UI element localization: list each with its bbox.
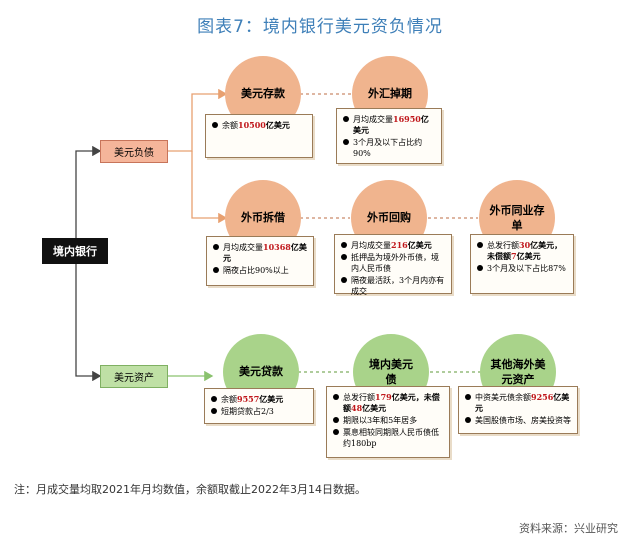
branch-liabilities: 美元负债	[100, 140, 168, 163]
bullet-icon	[212, 122, 218, 128]
info-item: 中资美元债余额9256亿美元	[465, 392, 571, 414]
node-header-offshore-assets: 其他海外美元资产	[490, 358, 546, 386]
footnote: 注：月成交量均取2021年月均数值，余额取截止2022年3月14日数据。	[14, 483, 366, 496]
info-item: 月均成交量216亿美元	[341, 240, 445, 251]
info-item: 月均成交量16950亿美元	[343, 114, 435, 136]
info-item: 隔夜最活跃，3个月内亦有成交	[341, 275, 445, 297]
info-item: 总发行额30亿美元，未偿额7亿美元	[477, 240, 567, 262]
info-item: 期限以3年和5年居多	[333, 415, 443, 426]
info-domestic-bonds: 总发行额179亿美元，未偿额48亿美元期限以3年和5年居多票息相较同期限人民币债…	[326, 386, 450, 458]
bullet-icon	[341, 277, 347, 283]
info-offshore-assets: 中资美元债余额9256亿美元美国股债市场、房美投资等	[458, 386, 578, 434]
info-deposit: 余额10500亿美元	[205, 114, 313, 158]
source-credit: 资料来源：兴业研究	[519, 522, 618, 535]
node-header-fx-ncd: 外币同业存单	[489, 204, 545, 232]
info-item: 3个月及以下占比87%	[477, 263, 567, 274]
branch-assets: 美元资产	[100, 365, 168, 388]
bullet-icon	[343, 116, 349, 122]
bullet-icon	[211, 408, 217, 414]
bullet-icon	[211, 396, 217, 402]
info-item: 短期贷款占2/3	[211, 406, 307, 417]
bullet-icon	[343, 139, 349, 145]
bullet-icon	[341, 254, 347, 260]
info-item: 美国股债市场、房美投资等	[465, 415, 571, 426]
bullet-icon	[213, 244, 219, 250]
info-item: 总发行额179亿美元，未偿额48亿美元	[333, 392, 443, 414]
info-item: 隔夜占比90%以上	[213, 265, 307, 276]
bullet-icon	[333, 417, 339, 423]
bullet-icon	[465, 417, 471, 423]
info-item: 月均成交量10368亿美元	[213, 242, 307, 264]
node-header-domestic-bonds: 境内美元债	[369, 358, 413, 386]
node-header-fx-forward: 外汇掉期	[368, 87, 412, 100]
node-header-fx-repo: 外币回购	[367, 211, 411, 224]
info-item: 余额10500亿美元	[212, 120, 306, 131]
node-header-fx-borrow: 外币拆借	[241, 211, 285, 224]
node-header-loans: 美元贷款	[239, 365, 283, 378]
bullet-icon	[333, 429, 339, 435]
info-item: 票息相较同期限人民币债低约180bp	[333, 427, 443, 449]
chart-title: 图表7：境内银行美元资负情况	[197, 17, 443, 37]
bullet-icon	[477, 265, 483, 271]
info-fx-borrow: 月均成交量10368亿美元隔夜占比90%以上	[206, 236, 314, 286]
bullet-icon	[477, 242, 483, 248]
info-item: 余额9557亿美元	[211, 394, 307, 405]
bullet-icon	[341, 242, 347, 248]
root-node: 境内银行	[42, 238, 108, 264]
bullet-icon	[333, 394, 339, 400]
info-item: 3个月及以下占比约90%	[343, 137, 435, 159]
node-header-deposit: 美元存款	[241, 87, 285, 100]
info-loans: 余额9557亿美元短期贷款占2/3	[204, 388, 314, 424]
info-item: 抵押品为境外外币债，境内人民币债	[341, 252, 445, 274]
bullet-icon	[213, 267, 219, 273]
bullet-icon	[465, 394, 471, 400]
info-fx-repo: 月均成交量216亿美元抵押品为境外外币债，境内人民币债隔夜最活跃，3个月内亦有成…	[334, 234, 452, 297]
